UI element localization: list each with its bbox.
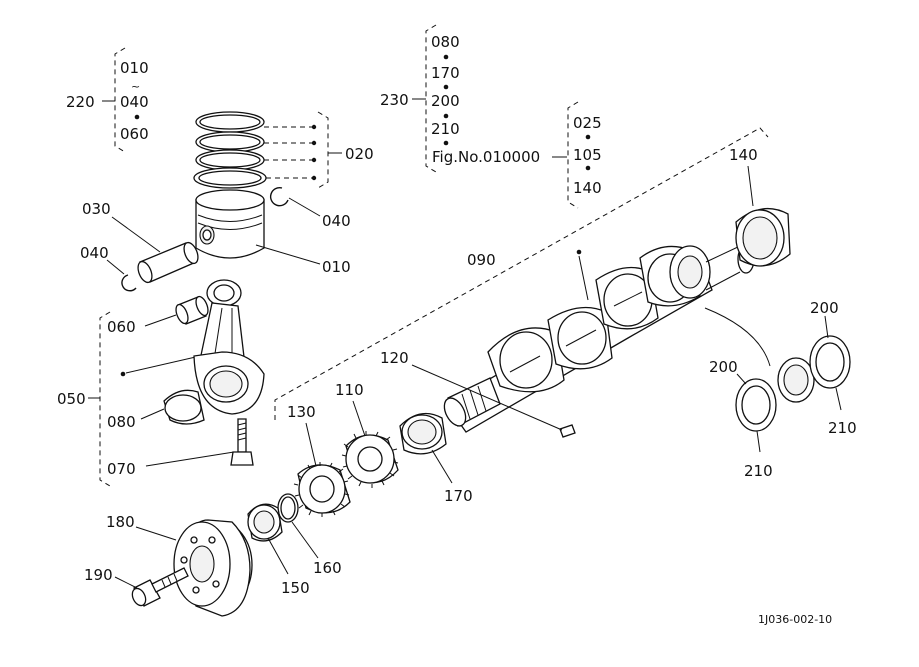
callout-170: 170 (444, 487, 473, 505)
callout-140: 140 (729, 146, 758, 164)
o-ring-160: 160 (277, 493, 342, 577)
group220-item-3: 060 (120, 125, 149, 143)
callout-200-right: 200 (810, 299, 839, 317)
callout-070: 070 (107, 460, 136, 478)
group-fig-item-1: 025 (573, 114, 602, 132)
group-fig: 025 105 140 (567, 101, 602, 209)
group230-item-2: 170 (431, 64, 460, 82)
small-end-bushing: 060 (107, 295, 209, 336)
group230-item-1: 080 (431, 33, 460, 51)
collar-150: 150 (247, 503, 310, 597)
callout-180: 180 (106, 513, 135, 531)
callout-030: 030 (82, 200, 111, 218)
callout-020: 020 (345, 145, 374, 163)
callout-080: 080 (107, 413, 136, 431)
callout-220: 220 (66, 93, 95, 111)
piston-rings: 020 (193, 111, 374, 189)
callout-040-right: 040 (322, 212, 351, 230)
callout-110: 110 (335, 381, 364, 399)
callout-230: 230 (380, 91, 409, 109)
callout-010: 010 (322, 258, 351, 276)
callout-210-left: 210 (744, 462, 773, 480)
callout-200-left: 200 (709, 358, 738, 376)
crank-key: 120 (380, 349, 576, 438)
main-bearing-140: 140 (729, 146, 791, 267)
callout-050: 050 (57, 390, 86, 408)
front-bearing-170: 170 (399, 412, 473, 505)
crank-bolt-190: 190 (84, 566, 189, 607)
rod-bolt: 070 (107, 418, 254, 478)
circlip-040-right: 040 (269, 186, 351, 230)
group-230: 230 080 170 200 210 Fig.No.010000 (380, 24, 567, 173)
group220-range-mark: ~ (131, 80, 140, 93)
connecting-rod (193, 279, 265, 415)
callout-040-left: 040 (80, 244, 109, 262)
callout-130: 130 (287, 403, 316, 421)
connecting-rod-group: 050 (57, 311, 201, 487)
callout-210-right: 210 (828, 419, 857, 437)
big-end-bearing: 080 (107, 389, 205, 431)
crank-pulley-180: 180 (106, 513, 253, 617)
group220-item-1: 010 (120, 59, 149, 77)
figure-code: 1J036-002-10 (758, 613, 832, 626)
fig-reference: Fig.No.010000 (432, 148, 540, 166)
callout-160: 160 (313, 559, 342, 577)
circlip-040-left: 040 (80, 244, 137, 292)
callout-090: 090 (467, 251, 496, 269)
callout-120: 120 (380, 349, 409, 367)
gear-130: 130 (287, 403, 351, 517)
piston: 010 (195, 189, 351, 276)
group-220: 220 010 ~ 040 060 (66, 47, 149, 153)
callout-150: 150 (281, 579, 310, 597)
callout-190: 190 (84, 566, 113, 584)
crankshaft: 090 (274, 127, 769, 433)
group-fig-item-2: 105 (573, 146, 602, 164)
group230-item-3: 200 (431, 92, 460, 110)
crank-gear-110: 110 (335, 381, 399, 488)
thrust-bearing-right: 200 200 210 210 (704, 299, 857, 480)
group-fig-item-3: 140 (573, 179, 602, 197)
callout-060: 060 (107, 318, 136, 336)
group230-item-4: 210 (431, 120, 460, 138)
group220-item-2: 040 (120, 93, 149, 111)
piston-pin: 030 (82, 200, 199, 284)
